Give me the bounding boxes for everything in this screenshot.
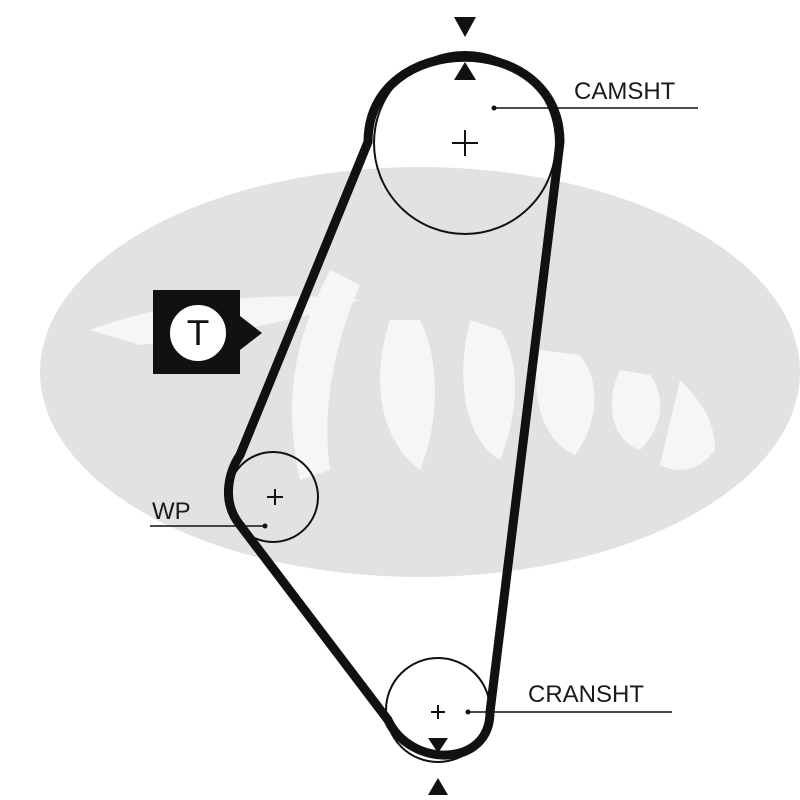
camshaft-leader — [491, 105, 698, 111]
timing-belt — [223, 52, 565, 760]
crank-timing-arrow-inner — [428, 738, 448, 753]
cam-timing-arrow-outer — [454, 17, 476, 37]
tensioner-label: T — [187, 314, 209, 354]
tensioner-marker: T — [153, 290, 262, 374]
cam-timing-arrow-inner — [454, 62, 476, 80]
water-pump-label: WP — [152, 498, 191, 525]
water-pump-leader — [150, 523, 268, 529]
camshaft-label: CAMSHT — [574, 78, 676, 105]
crank-timing-arrow-outer — [428, 778, 448, 795]
crankshaft-label: CRANSHT — [528, 681, 644, 708]
crankshaft-leader — [465, 709, 672, 715]
